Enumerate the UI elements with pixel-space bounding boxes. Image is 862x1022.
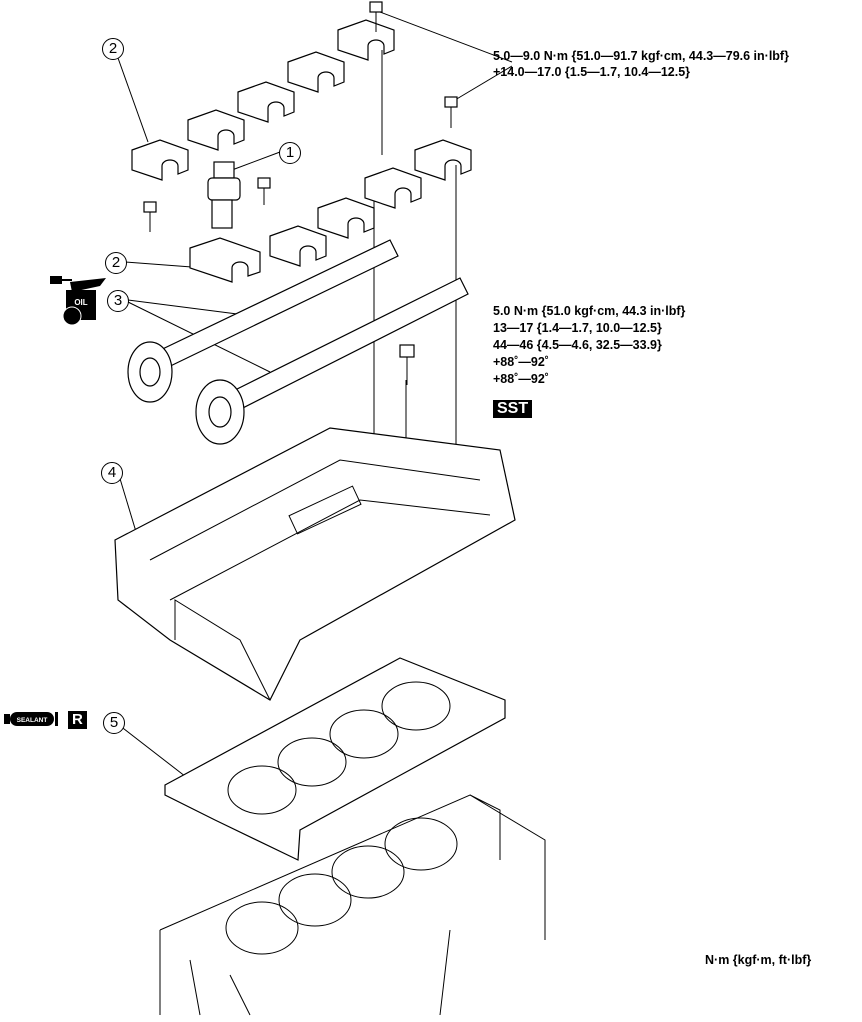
oil-label: OIL [74,298,87,307]
spec-line: +14.0—17.0 {1.5—1.7, 10.4—12.5} [493,65,691,79]
callout-camshaft: 3 [107,290,129,312]
head-gasket [164,657,506,861]
callout-oil-control-valve: 1 [279,142,301,164]
callout-head-gasket: 5 [103,712,125,734]
bolts [143,1,458,385]
sst-badge: SST [493,400,533,418]
oil-control-valve [207,161,241,229]
sealant-tube-icon [4,712,58,726]
spec-line: 5.0—9.0 N·m {51.0—91.7 kgf·cm, 44.3—79.6… [493,49,789,63]
leader-lines [114,11,513,781]
spec-line: 5.0 N·m {51.0 kgf·cm, 44.3 in·lbf} [493,304,686,318]
cylinder-head [114,427,516,701]
units-note: N·m {kgf·m, ft·lbf} [705,953,812,967]
spec-line: 13—17 {1.4—1.7, 10.0—12.5} [493,321,662,335]
callout-camshaft-cap-lower: 2 [105,252,127,274]
replace-badge: R [68,711,87,729]
camshafts [127,239,469,445]
callout-camshaft-cap-upper: 2 [102,38,124,60]
sealant-label: SEALANT [17,717,48,724]
spec-line: +88˚—92˚ [493,355,549,369]
spec-line: 44—46 {4.5—4.6, 32.5—33.9} [493,338,662,352]
camshaft-cap-torque-spec: 5.0—9.0 N·m {51.0—91.7 kgf·cm, 44.3—79.6… [493,48,789,80]
oil-can-icon [50,276,106,326]
callout-cylinder-head: 4 [101,462,123,484]
camshaft-caps [131,19,472,283]
cylinder-block [159,794,546,1016]
spec-line: +88˚—92˚ [493,372,549,386]
cylinder-head-bolt-torque-spec: 5.0 N·m {51.0 kgf·cm, 44.3 in·lbf} 13—17… [493,303,685,388]
